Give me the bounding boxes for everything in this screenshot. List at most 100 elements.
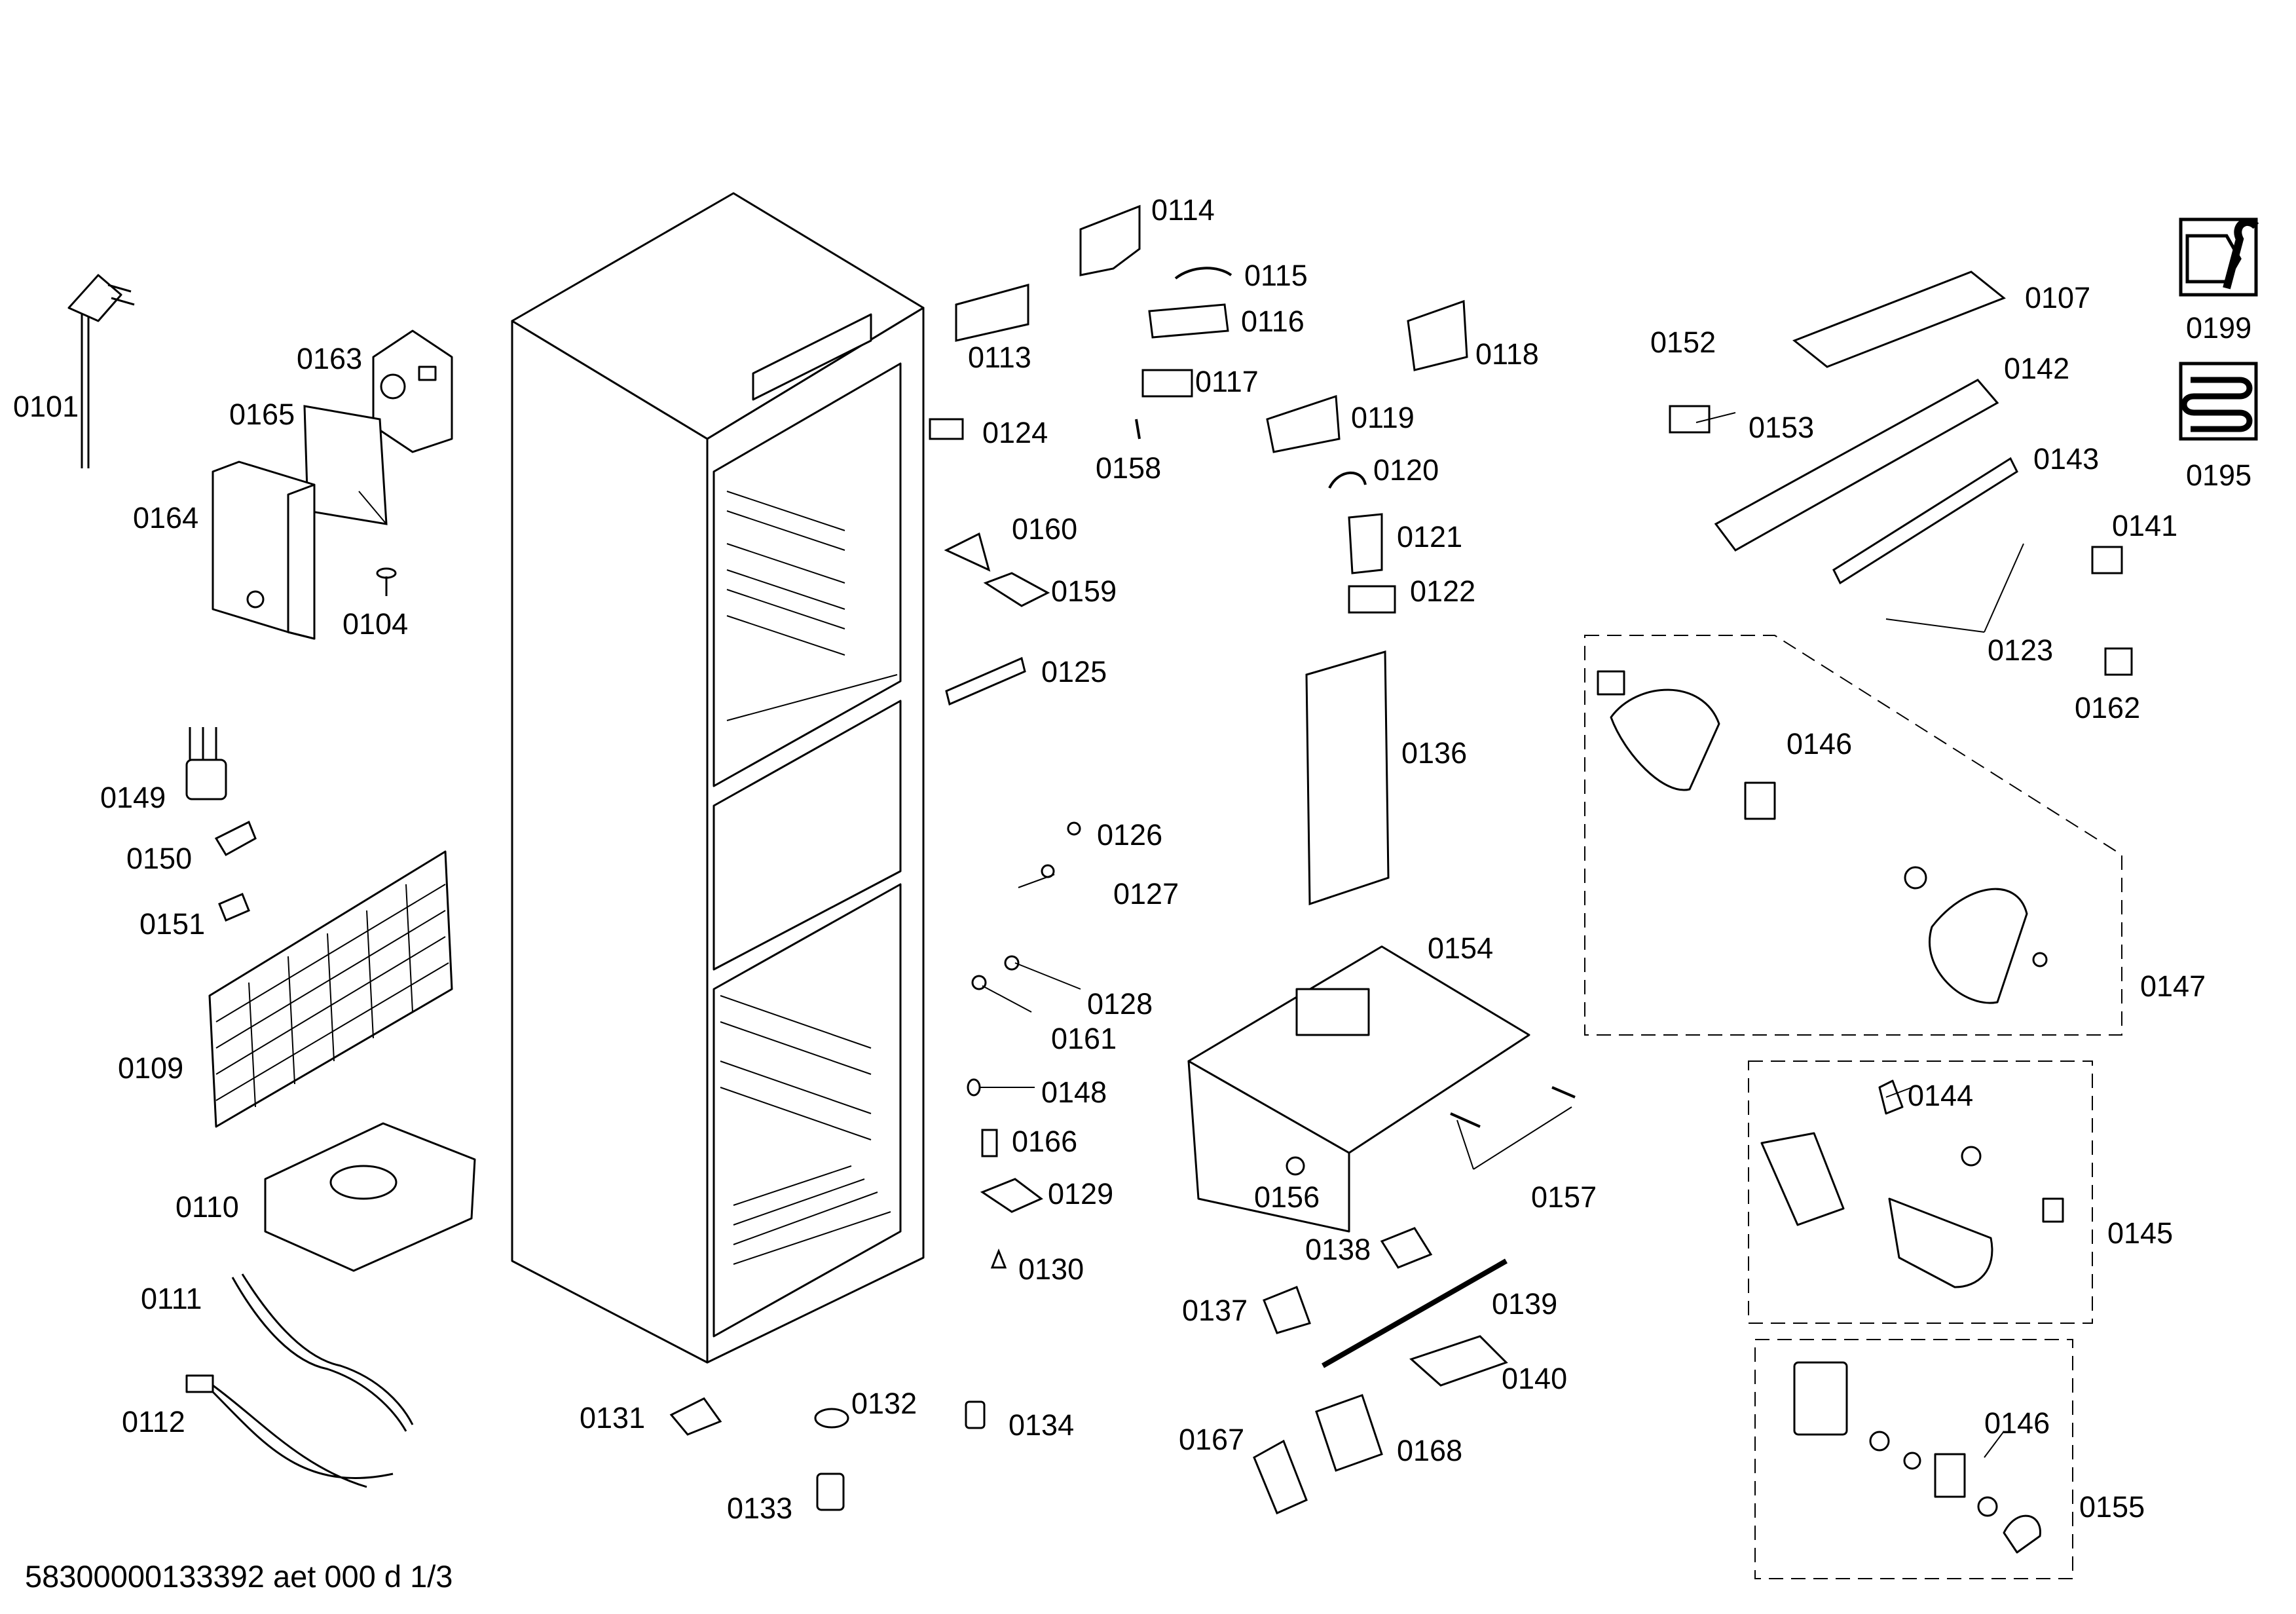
label-0146-damper: 0146 bbox=[1984, 1406, 2050, 1440]
label-0137: 0137 bbox=[1182, 1294, 1248, 1327]
label-0152: 0152 bbox=[1650, 326, 1716, 359]
clip-0137 bbox=[1263, 1286, 1311, 1334]
pin-0130 bbox=[990, 1248, 1007, 1269]
condenser-grille-hatch bbox=[215, 884, 449, 1108]
cover-0140 bbox=[1409, 1335, 1508, 1387]
fridge-shelves bbox=[720, 491, 898, 1265]
label-0147: 0147 bbox=[2140, 969, 2206, 1003]
label-0134: 0134 bbox=[1009, 1408, 1075, 1442]
label-0118: 0118 bbox=[1475, 337, 1539, 371]
hinge-0131 bbox=[669, 1397, 722, 1436]
label-0166: 0166 bbox=[1012, 1125, 1078, 1158]
label-0199: 0199 bbox=[2186, 311, 2252, 345]
cover-sheet-0165 bbox=[303, 405, 388, 525]
cover-0113 bbox=[955, 284, 1029, 342]
clip-0159 bbox=[983, 572, 1050, 607]
label-0104: 0104 bbox=[343, 607, 409, 641]
label-0157: 0157 bbox=[1531, 1180, 1597, 1214]
cap-0160 bbox=[944, 532, 991, 572]
switch-0141 bbox=[2091, 546, 2123, 574]
panel-0136 bbox=[1305, 650, 1390, 906]
label-0112: 0112 bbox=[122, 1405, 185, 1438]
bracket-0114 bbox=[1079, 204, 1141, 276]
label-0146-fan: 0146 bbox=[1787, 727, 1853, 760]
label-0131: 0131 bbox=[580, 1401, 646, 1435]
label-0113: 0113 bbox=[968, 341, 1031, 374]
rail-0125 bbox=[945, 656, 1026, 706]
pin-0120 bbox=[1328, 471, 1367, 489]
label-0143: 0143 bbox=[2033, 442, 2100, 476]
label-0132: 0132 bbox=[851, 1387, 917, 1420]
screw-0156 bbox=[1286, 1156, 1305, 1176]
control-module-0107 bbox=[1792, 271, 2006, 368]
foot-0166 bbox=[981, 1129, 998, 1157]
label-0129: 0129 bbox=[1048, 1177, 1114, 1210]
label-0126: 0126 bbox=[1097, 818, 1163, 852]
hinge-0121 bbox=[1348, 513, 1383, 574]
cover-0118 bbox=[1407, 299, 1468, 371]
screw-0104 bbox=[376, 567, 397, 596]
label-0142: 0142 bbox=[2004, 352, 2070, 385]
hinge-0116 bbox=[1148, 303, 1229, 339]
cover-0119 bbox=[1266, 394, 1341, 453]
label-0161: 0161 bbox=[1051, 1022, 1117, 1055]
spring-0115 bbox=[1174, 267, 1232, 280]
label-0159: 0159 bbox=[1051, 574, 1117, 608]
document-id: 58300000133392 aet 000 d 1/3 bbox=[25, 1559, 453, 1594]
screw-0158 bbox=[1135, 419, 1141, 440]
label-0195: 0195 bbox=[2186, 459, 2252, 492]
label-0123: 0123 bbox=[1988, 633, 2054, 667]
bracket-0167 bbox=[1253, 1439, 1308, 1514]
strip-0143 bbox=[1832, 457, 2018, 585]
electronic-box-0164 bbox=[212, 460, 316, 640]
label-0149: 0149 bbox=[100, 781, 166, 814]
label-0114: 0114 bbox=[1151, 193, 1215, 227]
thermostat-0149 bbox=[185, 727, 227, 800]
label-0138: 0138 bbox=[1305, 1233, 1371, 1266]
service-icon-0199 bbox=[2179, 217, 2259, 297]
label-0164: 0164 bbox=[133, 501, 199, 535]
lamp-cover-0145 bbox=[1760, 1079, 2064, 1288]
label-0162: 0162 bbox=[2075, 691, 2141, 724]
label-0121: 0121 bbox=[1397, 520, 1463, 554]
rod-0139 bbox=[1322, 1258, 1508, 1368]
foot-0133 bbox=[816, 1473, 845, 1511]
label-0115: 0115 bbox=[1244, 259, 1308, 292]
label-0160: 0160 bbox=[1012, 512, 1078, 546]
label-0110: 0110 bbox=[176, 1190, 239, 1224]
label-0139: 0139 bbox=[1492, 1287, 1558, 1321]
label-0130: 0130 bbox=[1018, 1252, 1084, 1286]
label-0116: 0116 bbox=[1241, 305, 1305, 338]
label-0165: 0165 bbox=[229, 398, 295, 431]
label-0125: 0125 bbox=[1041, 655, 1107, 688]
label-0163: 0163 bbox=[297, 342, 363, 375]
ring-0148 bbox=[967, 1078, 981, 1097]
label-0117: 0117 bbox=[1195, 365, 1259, 398]
hinge-block-0117 bbox=[1141, 369, 1193, 398]
label-0124: 0124 bbox=[982, 416, 1048, 449]
label-0107: 0107 bbox=[2025, 281, 2091, 314]
label-0168: 0168 bbox=[1397, 1434, 1463, 1467]
label-0140: 0140 bbox=[1502, 1362, 1568, 1395]
switch-0152 bbox=[1669, 405, 1711, 434]
damper-0155 bbox=[1793, 1361, 2041, 1554]
label-0133: 0133 bbox=[727, 1492, 793, 1525]
label-0153: 0153 bbox=[1749, 411, 1815, 444]
label-0156: 0156 bbox=[1254, 1180, 1320, 1214]
label-0128: 0128 bbox=[1087, 987, 1153, 1021]
cable-0111 bbox=[231, 1273, 414, 1432]
switch-0162 bbox=[2104, 647, 2133, 676]
label-0127: 0127 bbox=[1113, 877, 1179, 910]
label-0145: 0145 bbox=[2107, 1216, 2174, 1250]
drawer-0154 bbox=[1187, 945, 1530, 1233]
fan-shroud-0146 bbox=[1597, 670, 2048, 1004]
leader-lines bbox=[358, 412, 2024, 1458]
label-0167: 0167 bbox=[1179, 1423, 1245, 1456]
label-0122: 0122 bbox=[1410, 574, 1476, 608]
label-0120: 0120 bbox=[1373, 453, 1439, 487]
control-board-0163 bbox=[372, 329, 453, 453]
label-0151: 0151 bbox=[139, 907, 206, 941]
service-icon-0195 bbox=[2179, 362, 2258, 441]
label-0154: 0154 bbox=[1428, 931, 1494, 965]
